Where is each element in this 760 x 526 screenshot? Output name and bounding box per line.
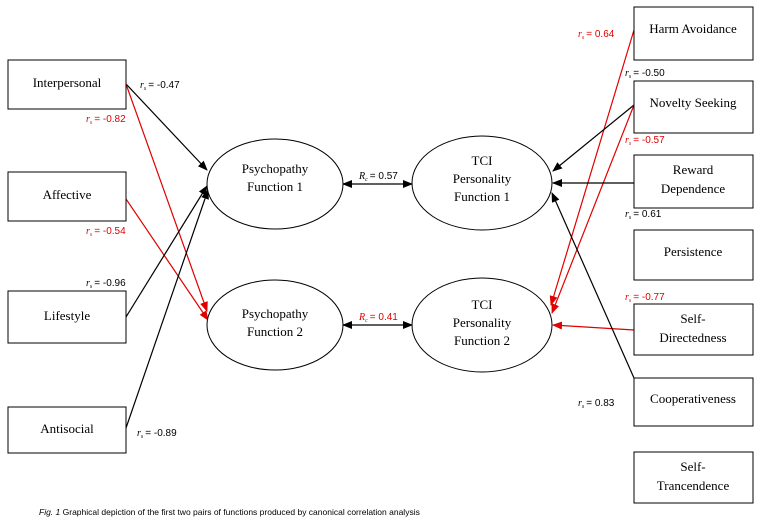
- ellipse-label-line1: Psychopathy: [242, 306, 309, 321]
- loading-label: rs= 0.83: [578, 398, 615, 410]
- box-antisocial: Antisocial: [7, 406, 127, 454]
- loading-arrow-antisocial-to-pf1: [125, 189, 209, 429]
- box-persistence: Persistence: [633, 229, 754, 281]
- box-label: Affective: [43, 187, 92, 202]
- box-label: Lifestyle: [44, 308, 90, 323]
- loading-label: rs= -0.77: [625, 292, 665, 304]
- ellipse-label-line2: Function 2: [247, 324, 303, 339]
- box-label-line1: Reward: [673, 162, 714, 177]
- loading-label: rs= 0.64: [578, 29, 615, 41]
- ellipse-tci-function-1: TCI Personality Function 1: [411, 135, 553, 231]
- loading-label: rs= -0.57: [625, 135, 665, 147]
- function-ellipses: Psychopathy Function 1 Psychopathy Funct…: [206, 135, 553, 373]
- box-novelty-seeking: Novelty Seeking: [633, 80, 754, 134]
- box-lifestyle: Lifestyle: [7, 290, 127, 344]
- ellipse-label-line3: Function 2: [454, 333, 510, 348]
- box-label: Persistence: [664, 244, 723, 259]
- loading-arrow-novelty-to-tf1: [552, 104, 635, 172]
- box-label-line1: Self-: [680, 311, 705, 326]
- value: = 0.41: [370, 312, 399, 323]
- loading-arrows: [125, 29, 635, 429]
- loading-label: rs= -0.89: [137, 428, 177, 440]
- loading-arrow-lifestyle-to-pf1: [125, 185, 208, 318]
- psychopathy-boxes: Interpersonal Affective Lifestyle Antiso…: [7, 59, 127, 454]
- ellipse-label-line2: Personality: [453, 171, 512, 186]
- box-label: Novelty Seeking: [649, 95, 737, 110]
- loading-arrow-interpersonal-to-pf1: [125, 83, 208, 171]
- box-label: Interpersonal: [33, 75, 102, 90]
- caption-prefix: Fig. 1: [39, 507, 61, 517]
- symbol: R: [358, 312, 365, 323]
- box-label-line2: Dependence: [661, 181, 725, 196]
- canonical-label-1: Rc= 0.57: [358, 171, 398, 183]
- subscript: c: [365, 177, 368, 183]
- loading-label: rs= -0.82: [86, 114, 126, 126]
- ellipse-psychopathy-function-1: Psychopathy Function 1: [206, 138, 344, 230]
- ellipse-label-line2: Function 1: [247, 179, 303, 194]
- box-label: Cooperativeness: [650, 391, 736, 406]
- subscript: c: [365, 318, 368, 324]
- loading-arrow-harm-to-tf2: [549, 29, 635, 306]
- loading-label: rs= -0.54: [86, 226, 126, 238]
- value: = 0.57: [370, 171, 399, 182]
- ellipse-label-line2: Personality: [453, 315, 512, 330]
- canonical-correlations: Rc= 0.57 Rc= 0.41: [342, 171, 413, 329]
- box-interpersonal: Interpersonal: [7, 59, 127, 110]
- loading-label: rs= -0.96: [86, 278, 126, 290]
- box-label-line2: Directedness: [659, 330, 726, 345]
- box-label-line1: Self-: [680, 459, 705, 474]
- box-label-line2: Trancendence: [657, 478, 730, 493]
- ellipse-label-line1: TCI: [472, 153, 493, 168]
- tci-boxes: Harm Avoidance Novelty Seeking Reward De…: [633, 6, 754, 504]
- loading-arrow-interpersonal-to-pf2: [125, 83, 208, 312]
- loading-label: rs= 0.61: [625, 209, 662, 221]
- ellipse-label-line3: Function 1: [454, 189, 510, 204]
- box-self-directedness: Self- Directedness: [633, 303, 754, 356]
- figure-caption: Fig. 1 Graphical depiction of the first …: [39, 507, 420, 517]
- box-harm-avoidance: Harm Avoidance: [633, 6, 754, 61]
- loading-arrow-affective-to-pf2: [125, 198, 209, 321]
- loading-arrow-coop-to-tf1: [551, 192, 635, 379]
- box-reward-dependence: Reward Dependence: [633, 154, 754, 209]
- box-cooperativeness: Cooperativeness: [633, 377, 754, 427]
- ellipse-tci-function-2: TCI Personality Function 2: [411, 277, 553, 373]
- box-self-trancendence: Self- Trancendence: [633, 451, 754, 504]
- ellipse-psychopathy-function-2: Psychopathy Function 2: [206, 279, 344, 371]
- box-label: Antisocial: [40, 421, 94, 436]
- loading-label: rs= -0.50: [625, 68, 665, 80]
- loading-label: rs= -0.47: [140, 80, 180, 92]
- box-label: Harm Avoidance: [649, 21, 737, 36]
- loading-arrow-novelty-to-tf2: [551, 104, 635, 314]
- caption-text: Graphical depiction of the first two pai…: [62, 507, 420, 517]
- canonical-label-2: Rc= 0.41: [358, 312, 398, 324]
- loading-labels: rs= -0.47 rs= -0.82 rs= -0.54 rs= -0.96 …: [86, 29, 665, 440]
- box-affective: Affective: [7, 171, 127, 222]
- loading-arrow-selfdir-to-tf2: [552, 321, 635, 331]
- ellipse-label-line1: TCI: [472, 297, 493, 312]
- symbol: R: [358, 171, 365, 182]
- ellipse-label-line1: Psychopathy: [242, 161, 309, 176]
